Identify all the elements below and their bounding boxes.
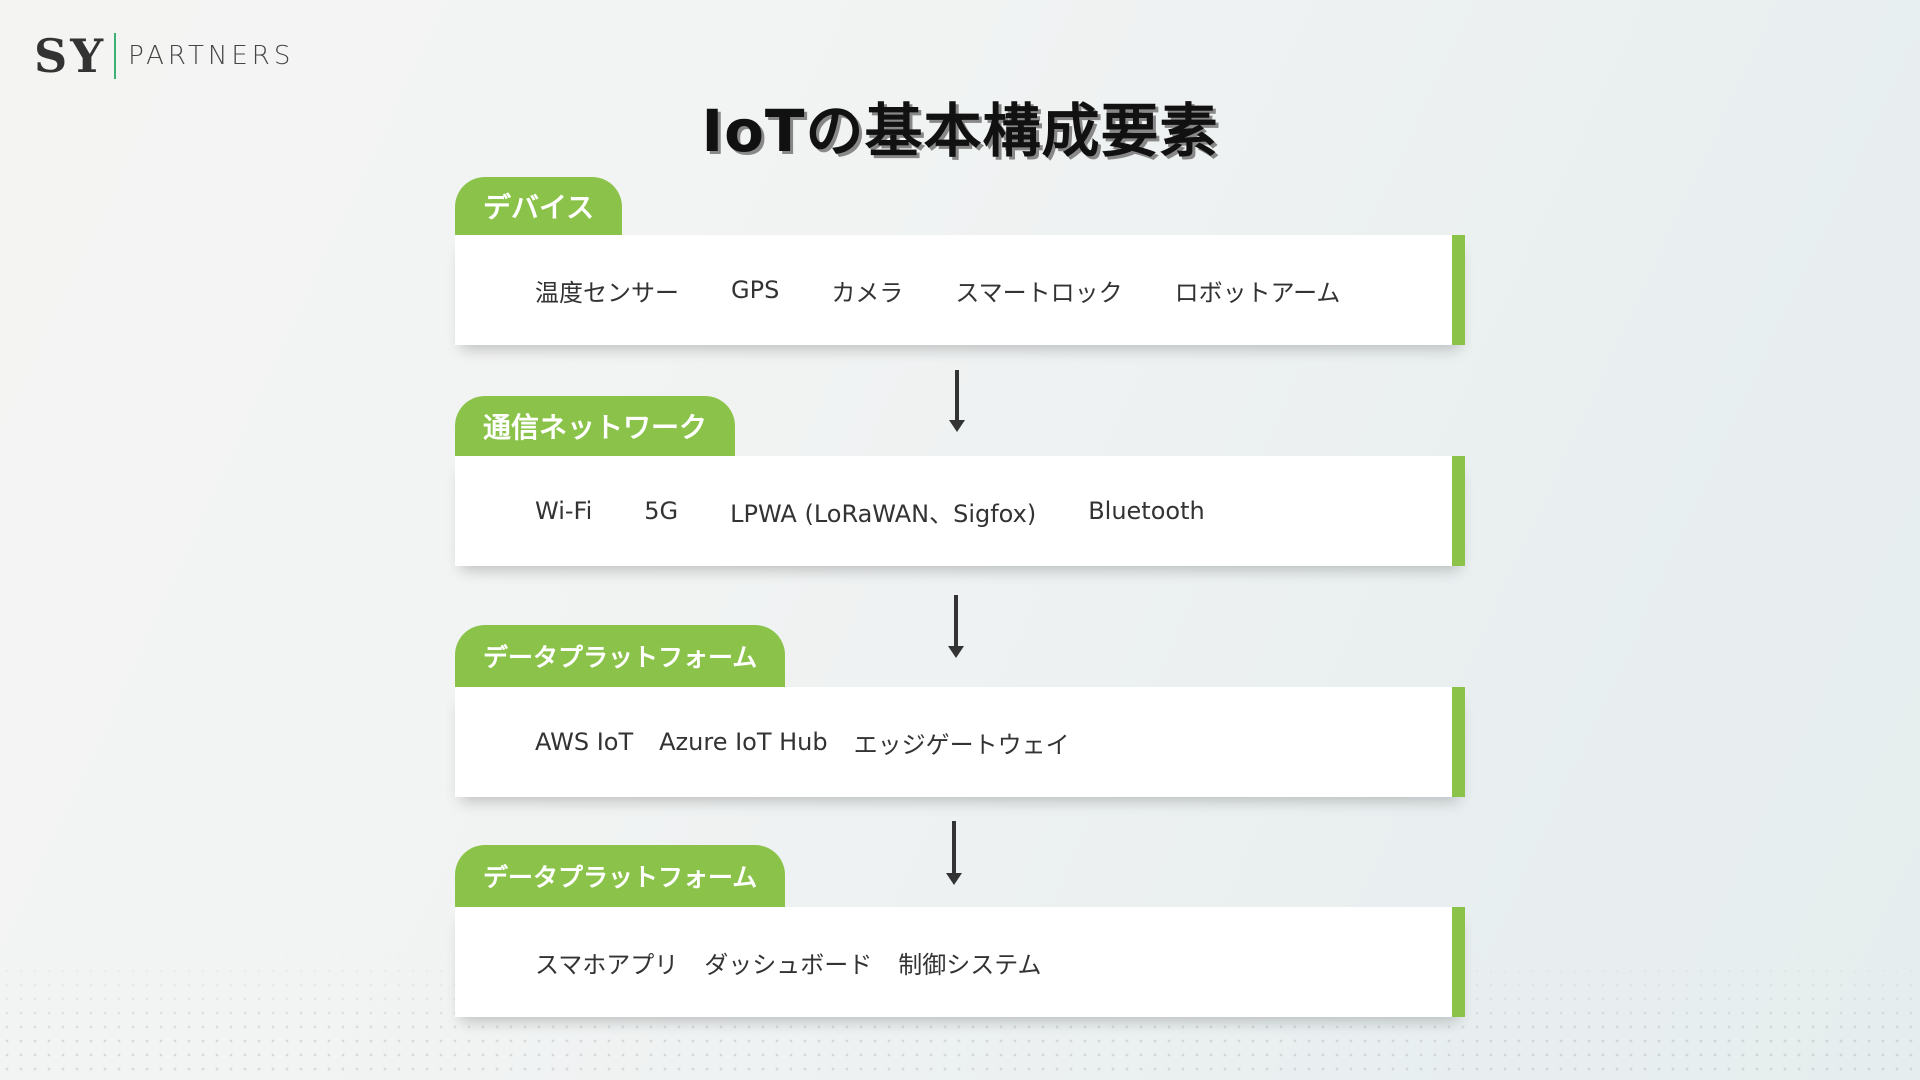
section-card-data-platform: データプラットフォーム AWS IoT Azure IoT Hub エッジゲート… [455, 625, 1465, 797]
section-tab: データプラットフォーム [455, 625, 786, 687]
section-item: GPS [731, 276, 780, 304]
section-item: スマートロック [955, 278, 1123, 307]
section-item: ダッシュボード [704, 950, 873, 979]
logo-divider [114, 33, 117, 79]
section-item: 温度センサー [535, 278, 679, 307]
section-card-devices: デバイス 温度センサー GPS カメラ スマートロック ロボットアーム [455, 177, 1465, 345]
section-tab: デバイス [455, 177, 623, 235]
section-item: 制御システム [898, 950, 1042, 979]
section-item: Wi-Fi [535, 497, 593, 525]
section-item: 5G [644, 497, 679, 525]
accent-bar [1452, 456, 1465, 566]
section-body: 温度センサー GPS カメラ スマートロック ロボットアーム [455, 235, 1465, 345]
logo-mark: SY [34, 29, 107, 83]
accent-bar [1452, 687, 1465, 797]
section-card-network: 通信ネットワーク Wi-Fi 5G LPWA (LoRaWAN、Sigfox) … [455, 396, 1465, 566]
section-item: カメラ [831, 278, 904, 307]
section-item: Azure IoT Hub [659, 728, 828, 756]
arrow-down-icon [948, 595, 964, 658]
section-item: AWS IoT [535, 728, 634, 756]
section-body: スマホアプリ ダッシュボード 制御システム [455, 907, 1465, 1017]
arrow-down-icon [949, 370, 965, 432]
section-body: AWS IoT Azure IoT Hub エッジゲートウェイ [455, 687, 1465, 797]
section-item: Bluetooth [1088, 497, 1205, 525]
section-item: ロボットアーム [1174, 278, 1341, 307]
page-title: IoTの基本構成要素 [701, 97, 1219, 165]
section-item: LPWA (LoRaWAN、Sigfox) [730, 499, 1037, 528]
section-body: Wi-Fi 5G LPWA (LoRaWAN、Sigfox) Bluetooth [455, 456, 1465, 566]
accent-bar [1452, 235, 1465, 345]
arrow-down-icon [946, 821, 962, 885]
logo-name: PARTNERS [128, 41, 295, 71]
section-tab: 通信ネットワーク [455, 396, 736, 456]
section-item: エッジゲートウェイ [853, 730, 1070, 759]
section-tab: データプラットフォーム [455, 845, 786, 907]
accent-bar [1452, 907, 1465, 1017]
section-item: スマホアプリ [535, 950, 679, 979]
company-logo: SY PARTNERS [34, 30, 294, 82]
section-card-applications: データプラットフォーム スマホアプリ ダッシュボード 制御システム [455, 845, 1465, 1017]
